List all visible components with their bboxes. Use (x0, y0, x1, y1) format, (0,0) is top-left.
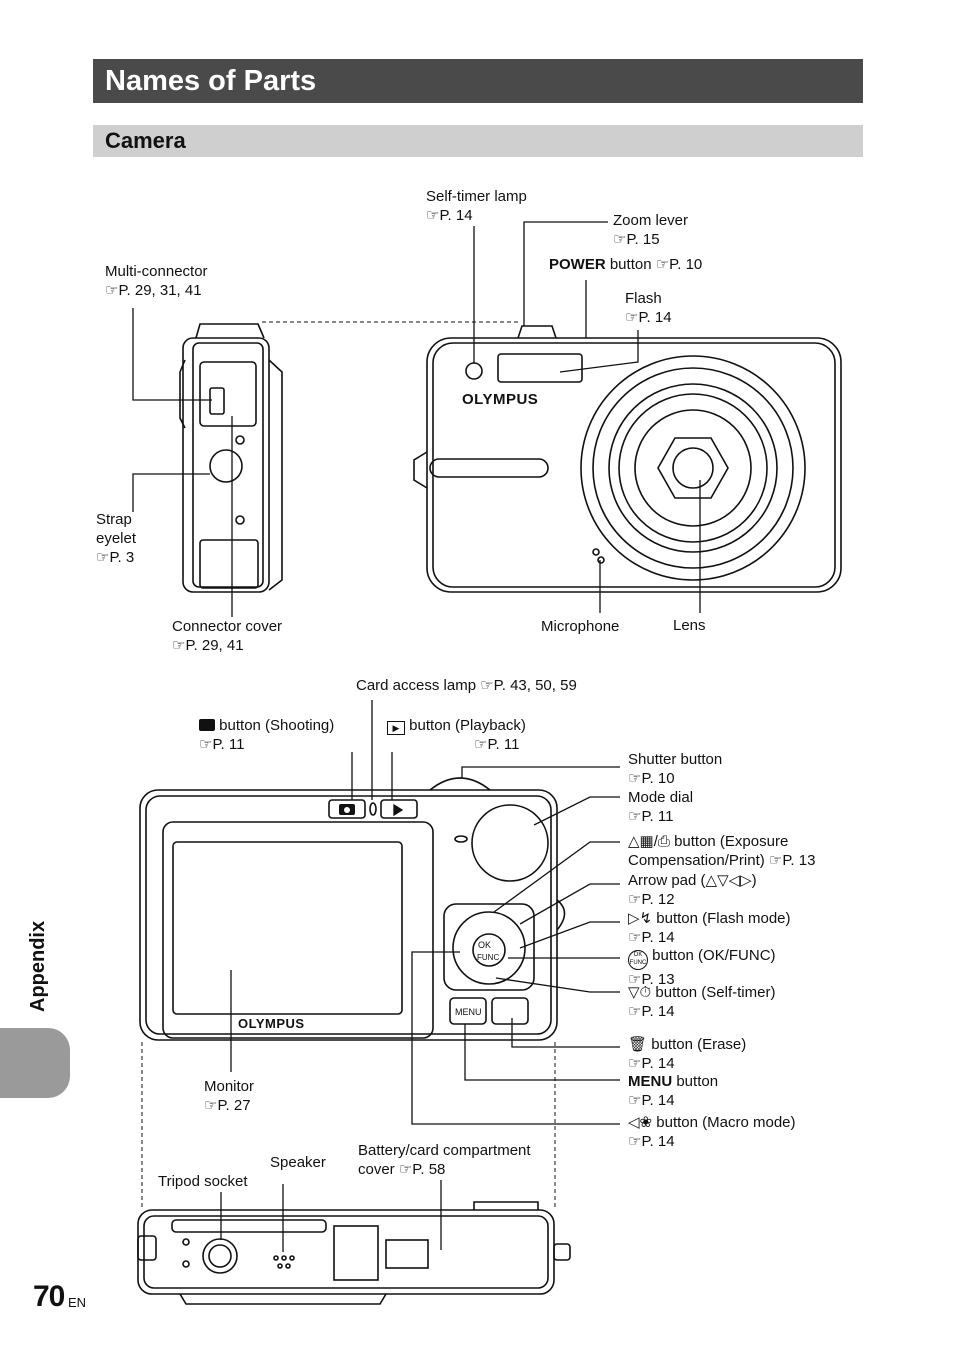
camera-back-view (139, 777, 566, 1041)
exposure-print-icon: △▦/⎙ (628, 833, 670, 850)
lens-label: Lens (673, 617, 706, 634)
speaker-label: Speaker (270, 1154, 326, 1171)
microphone-label: Microphone (541, 618, 620, 635)
camera-icon (199, 719, 215, 731)
menu-button-label: MENU button ☞P. 14 (628, 1073, 719, 1109)
flash-mode-button-label: ▷↯ button (Flash mode) ☞P. 14 (628, 910, 791, 946)
arrow-pad-label: Arrow pad (△▽◁▷)☞P. 12 (628, 872, 757, 908)
brand-logo-back: OLYMPUS (238, 1016, 305, 1031)
shutter-button-label: Shutter button☞P. 10 (628, 751, 723, 787)
page-language: EN (68, 1295, 87, 1310)
section-bar: Camera (93, 125, 863, 157)
side-tab (0, 1028, 70, 1098)
mode-dial-label: Mode dial☞P. 11 (628, 789, 694, 825)
play-icon: ▶ (387, 721, 405, 735)
monitor-label: Monitor☞P. 27 (204, 1078, 255, 1114)
menu-button-icon: MENU (455, 1007, 482, 1017)
func-label-icon: FUNC (477, 953, 499, 962)
card-access-lamp-label: Card access lamp ☞P. 43, 50, 59 (356, 677, 577, 694)
playback-button-label: ▶ button (Playback) ☞P. 11 (387, 716, 526, 754)
section-title: Camera (105, 128, 186, 153)
camera-front-view (413, 325, 842, 593)
erase-button-label: 🗑 button (Erase) ☞P. 14 (628, 1036, 747, 1072)
self-timer-button-label: ▽⏱ button (Self-timer) ☞P. 14 (628, 984, 776, 1020)
macro-button-label: ◁❀ button (Macro mode) ☞P. 14 (628, 1114, 796, 1150)
flash-mode-icon: ▷↯ (628, 910, 653, 927)
connector-cover-label: Connector cover☞P. 29, 41 (172, 618, 283, 654)
play-icon (393, 803, 404, 817)
multi-connector-label: Multi-connector☞P. 29, 31, 41 (105, 263, 208, 299)
self-timer-icon: ▽⏱ (628, 984, 652, 1001)
erase-icon: 🗑 (628, 1036, 648, 1053)
camera-side-view (179, 323, 283, 593)
tripod-socket-label: Tripod socket (158, 1173, 248, 1190)
power-button-label: POWER button ☞P. 10 (549, 256, 703, 273)
zoom-lever-label: Zoom lever☞P. 15 (613, 212, 689, 248)
self-timer-lamp-label: Self-timer lamp☞P. 14 (426, 188, 527, 224)
ok-label-icon: OK (478, 940, 491, 950)
brand-logo-front: OLYMPUS (462, 391, 538, 408)
exposure-button-label: △▦/⎙ button (Exposure Compensation/Print… (628, 833, 816, 869)
flash-label: Flash☞P. 14 (625, 290, 672, 326)
camera-icon (339, 804, 355, 815)
shooting-button-label: button (Shooting) ☞P. 11 (199, 717, 335, 753)
camera-bottom-view (137, 1201, 571, 1305)
macro-icon: ◁❀ (628, 1114, 653, 1131)
title-bar: Names of Parts (93, 59, 863, 103)
page-title: Names of Parts (105, 65, 317, 97)
page-number: 70 (33, 1280, 65, 1313)
